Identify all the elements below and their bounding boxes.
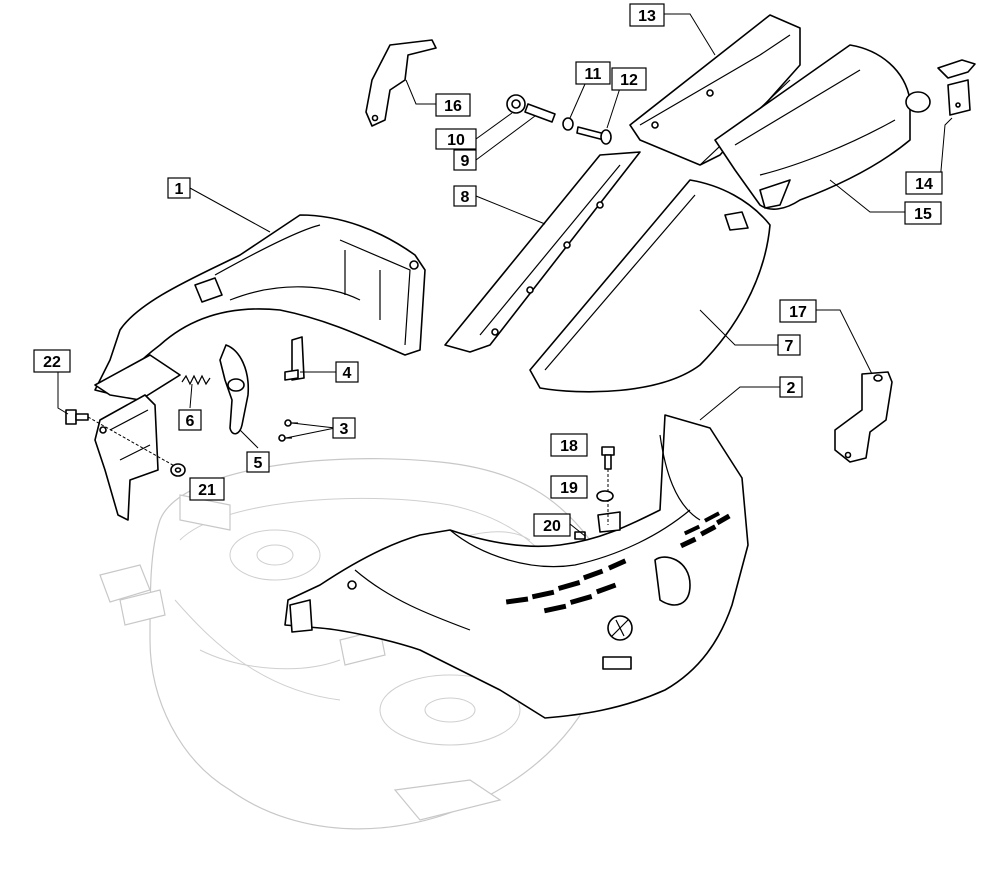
- callout-16-text: 16: [444, 98, 462, 115]
- callout-21: 21: [189, 477, 225, 501]
- part-3-screws: [278, 419, 298, 442]
- callout-8: 8: [453, 185, 477, 207]
- part-15-chute-rear: [714, 44, 931, 210]
- part-1-left-housing: [94, 214, 426, 401]
- part-21-washer: [170, 463, 186, 477]
- part-9-pin: [524, 103, 556, 123]
- part-11-washer: [562, 117, 574, 131]
- part-7-deflector: [529, 179, 771, 393]
- callout-13: 13: [629, 3, 665, 27]
- callout-19-text: 19: [560, 480, 578, 497]
- callout-5: 5: [246, 451, 270, 473]
- callout-13-text: 13: [638, 8, 656, 25]
- callout-17-text: 17: [789, 304, 807, 321]
- callout-3: 3: [332, 417, 356, 439]
- callout-7: 7: [777, 334, 801, 356]
- callout-7-text: 7: [785, 338, 794, 355]
- callout-18: 18: [550, 433, 588, 457]
- callout-8-text: 8: [461, 189, 470, 206]
- part-2-right-housing: [284, 414, 749, 719]
- callout-12-text: 12: [620, 72, 638, 89]
- callout-20: 20: [533, 513, 571, 537]
- callout-18-text: 18: [560, 438, 578, 455]
- callout-2: 2: [779, 376, 803, 398]
- callout-3-text: 3: [340, 421, 349, 438]
- callout-12: 12: [611, 67, 647, 91]
- callout-11-text: 11: [585, 66, 602, 83]
- callout-19: 19: [550, 475, 588, 499]
- callout-4-text: 4: [343, 365, 352, 382]
- part-4-bracket: [284, 336, 305, 381]
- part-19-washer: [596, 490, 614, 502]
- callout-6: 6: [178, 409, 202, 431]
- part-12-bolt: [576, 126, 612, 145]
- callout-9-text: 9: [461, 153, 470, 170]
- part-5-lever: [219, 344, 250, 435]
- callout-2-text: 2: [787, 380, 796, 397]
- callout-16: 16: [435, 93, 471, 117]
- callout-14: 14: [905, 171, 943, 195]
- callout-21-text: 21: [198, 482, 216, 499]
- callout-5-text: 5: [254, 455, 263, 472]
- callout-22-text: 22: [43, 354, 61, 371]
- part-8-deflector-flap: [444, 151, 641, 353]
- part-side-plate: [94, 394, 159, 521]
- callout-1: 1: [167, 177, 191, 199]
- callout-20-text: 20: [543, 518, 561, 535]
- callout-4: 4: [335, 361, 359, 383]
- part-17-bracket: [834, 371, 893, 463]
- part-22-bolt: [65, 409, 179, 469]
- callout-17: 17: [779, 299, 817, 323]
- part-10-bushing: [506, 94, 526, 114]
- callout-14-text: 14: [915, 176, 933, 193]
- callout-22: 22: [33, 349, 71, 373]
- part-20-clip: [574, 531, 586, 540]
- callout-1-text: 1: [175, 181, 184, 198]
- callout-9: 9: [453, 149, 477, 171]
- part-14-bracket: [937, 59, 976, 116]
- part-16-bracket: [365, 39, 437, 127]
- callout-10: 10: [435, 128, 477, 150]
- leader-lines: [57, 13, 953, 537]
- part-6-spring: [181, 374, 211, 386]
- callout-11: 11: [575, 61, 611, 85]
- callout-10-text: 10: [447, 132, 465, 149]
- callout-15: 15: [904, 201, 942, 225]
- callout-15-text: 15: [914, 206, 932, 223]
- callout-6-text: 6: [186, 413, 195, 430]
